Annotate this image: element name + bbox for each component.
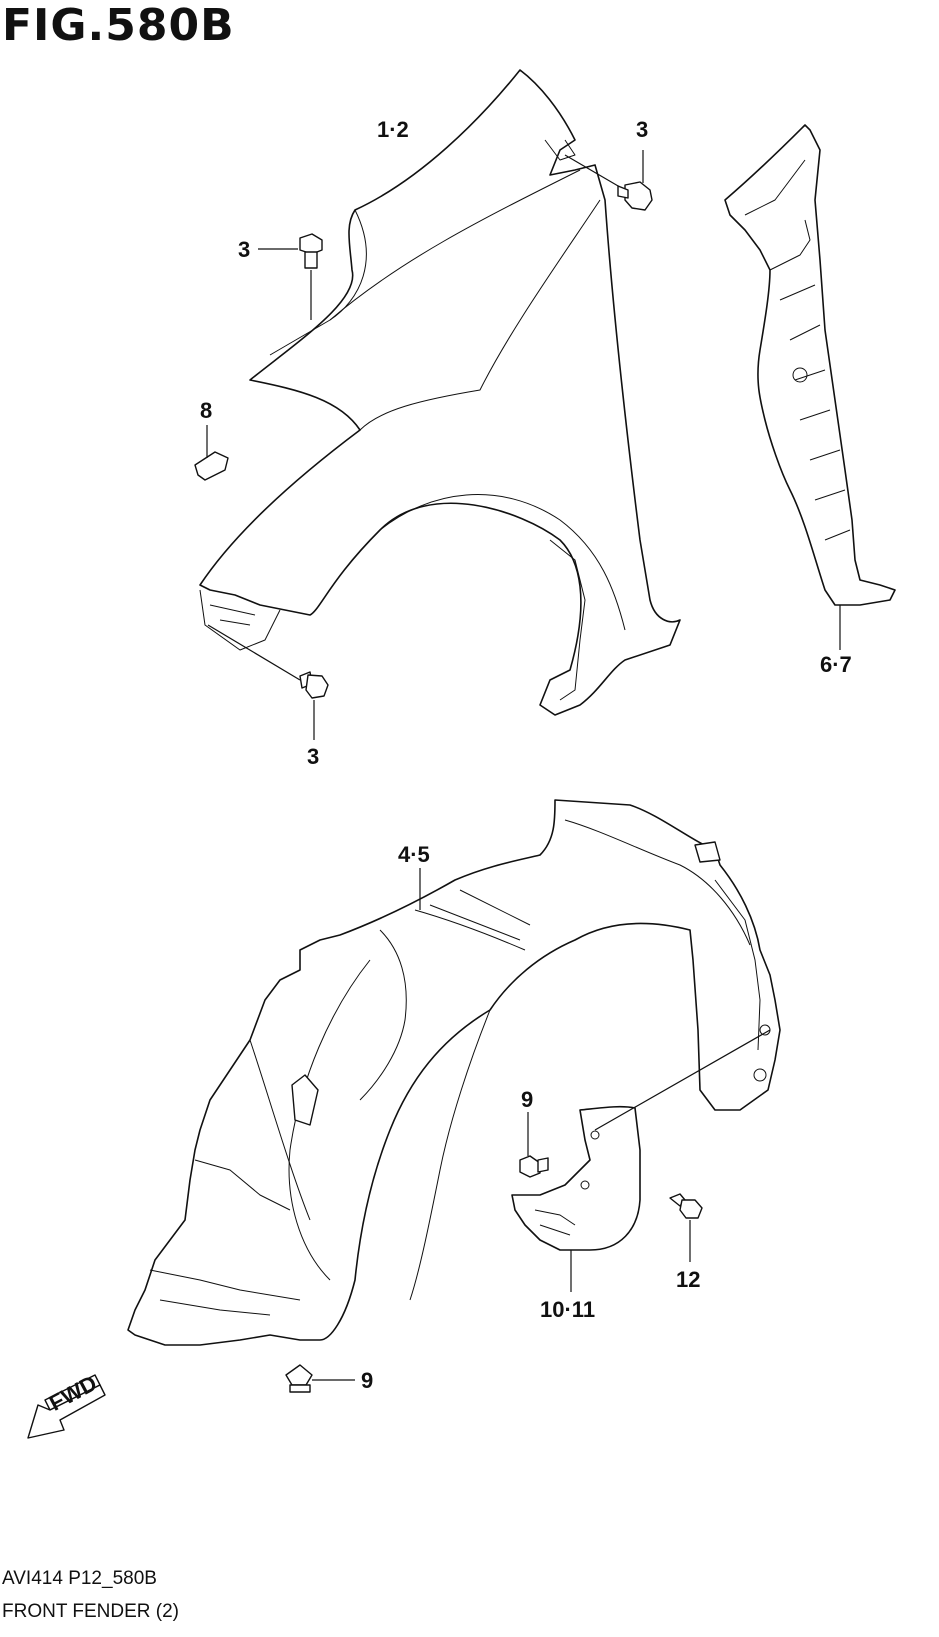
clip-9-liner[interactable] [285,1364,355,1393]
cushion-8[interactable] [194,425,229,481]
callout-clip-mudflap: 9 [521,1087,533,1112]
bolt-3-top-right[interactable] [564,150,653,211]
callout-bracket: 6·7 [820,652,852,677]
bolt-3-bottom[interactable] [207,624,329,740]
front-fender[interactable] [199,69,681,716]
fender-bracket[interactable] [724,124,896,650]
callout-screw: 12 [676,1267,700,1292]
callout-bolt-bottom: 3 [307,744,319,769]
figure-name: FRONT FENDER (2) [2,1601,179,1622]
callout-bolt-top-left: 3 [238,237,250,262]
forward-direction-badge: FWD [27,1370,106,1439]
callout-fender: 1·2 [377,117,409,142]
bolt-3-top-left[interactable] [258,233,323,320]
reference-code: AVI414 P12_580B [2,1568,157,1589]
mudflap[interactable] [511,1029,771,1292]
screw-12[interactable] [669,1193,703,1262]
callout-liner: 4·5 [398,842,430,867]
clip-9-mudflap[interactable] [519,1112,549,1178]
callout-mudflap: 10·11 [540,1297,595,1322]
figure-title: FIG.580B [2,0,235,51]
fender-liner[interactable] [127,799,781,1346]
callout-cushion: 8 [200,398,212,423]
callout-clip-liner: 9 [361,1368,373,1393]
callout-bolt-top-right: 3 [636,117,648,142]
